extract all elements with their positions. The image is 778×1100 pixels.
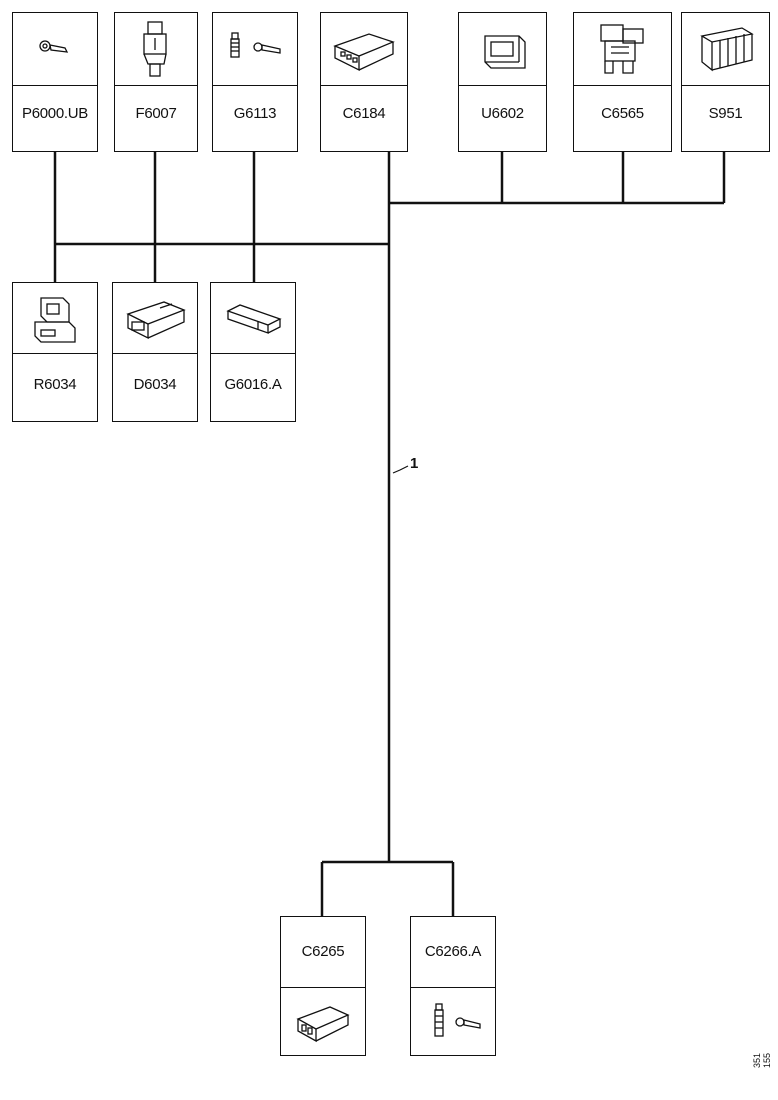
connector-box-r6034: R6034 <box>12 282 98 422</box>
connector-box-u6602: U6602 <box>458 12 547 152</box>
connector-label: F6007 <box>135 105 177 122</box>
connector-label: C6265 <box>301 943 345 960</box>
ring-terminal-icon <box>13 15 97 83</box>
connector-box-c6184: C6184 <box>320 12 408 152</box>
relay-block-connector-icon <box>574 15 671 83</box>
connector-label: U6602 <box>481 105 524 122</box>
harness-callout-number: 1 <box>410 455 419 472</box>
connector-box-s951: S951 <box>681 12 770 152</box>
connector-label: C6266.A <box>424 943 482 960</box>
connector-box-c6266-a: C6266.A <box>410 916 496 1056</box>
connector-box-c6265: C6265 <box>280 916 366 1056</box>
connector-box-g6113: G6113 <box>212 12 298 152</box>
sensor-connector-icon <box>13 287 97 351</box>
connector-box-f6007: F6007 <box>114 12 198 152</box>
connector-label: C6565 <box>601 105 644 122</box>
connector-label: G6113 <box>233 105 277 122</box>
bolt-terminal-icon <box>213 15 297 83</box>
inline-connector-icon <box>211 287 295 351</box>
connector-label: S951 <box>708 105 743 122</box>
plug-connector-icon <box>113 287 197 351</box>
connector-label: R6034 <box>33 376 77 393</box>
connector-box-d6034: D6034 <box>112 282 198 422</box>
multi-pin-connector-icon <box>321 15 407 83</box>
plug-connector-icon <box>281 991 365 1055</box>
connector-box-p6000-ub: P6000.UB <box>12 12 98 152</box>
connector-label: G6016.A <box>224 376 282 393</box>
connector-label: P6000.UB <box>22 105 88 122</box>
fuse-holder-icon <box>115 15 197 83</box>
document-id: 351 155 <box>752 1052 772 1068</box>
bolt-terminal-icon <box>411 991 495 1055</box>
connector-box-g6016-a: G6016.A <box>210 282 296 422</box>
connector-label: C6184 <box>342 105 386 122</box>
switch-connector-icon <box>682 15 769 83</box>
connector-label: D6034 <box>133 376 177 393</box>
connector-box-c6565: C6565 <box>573 12 672 152</box>
control-unit-icon <box>459 15 546 83</box>
